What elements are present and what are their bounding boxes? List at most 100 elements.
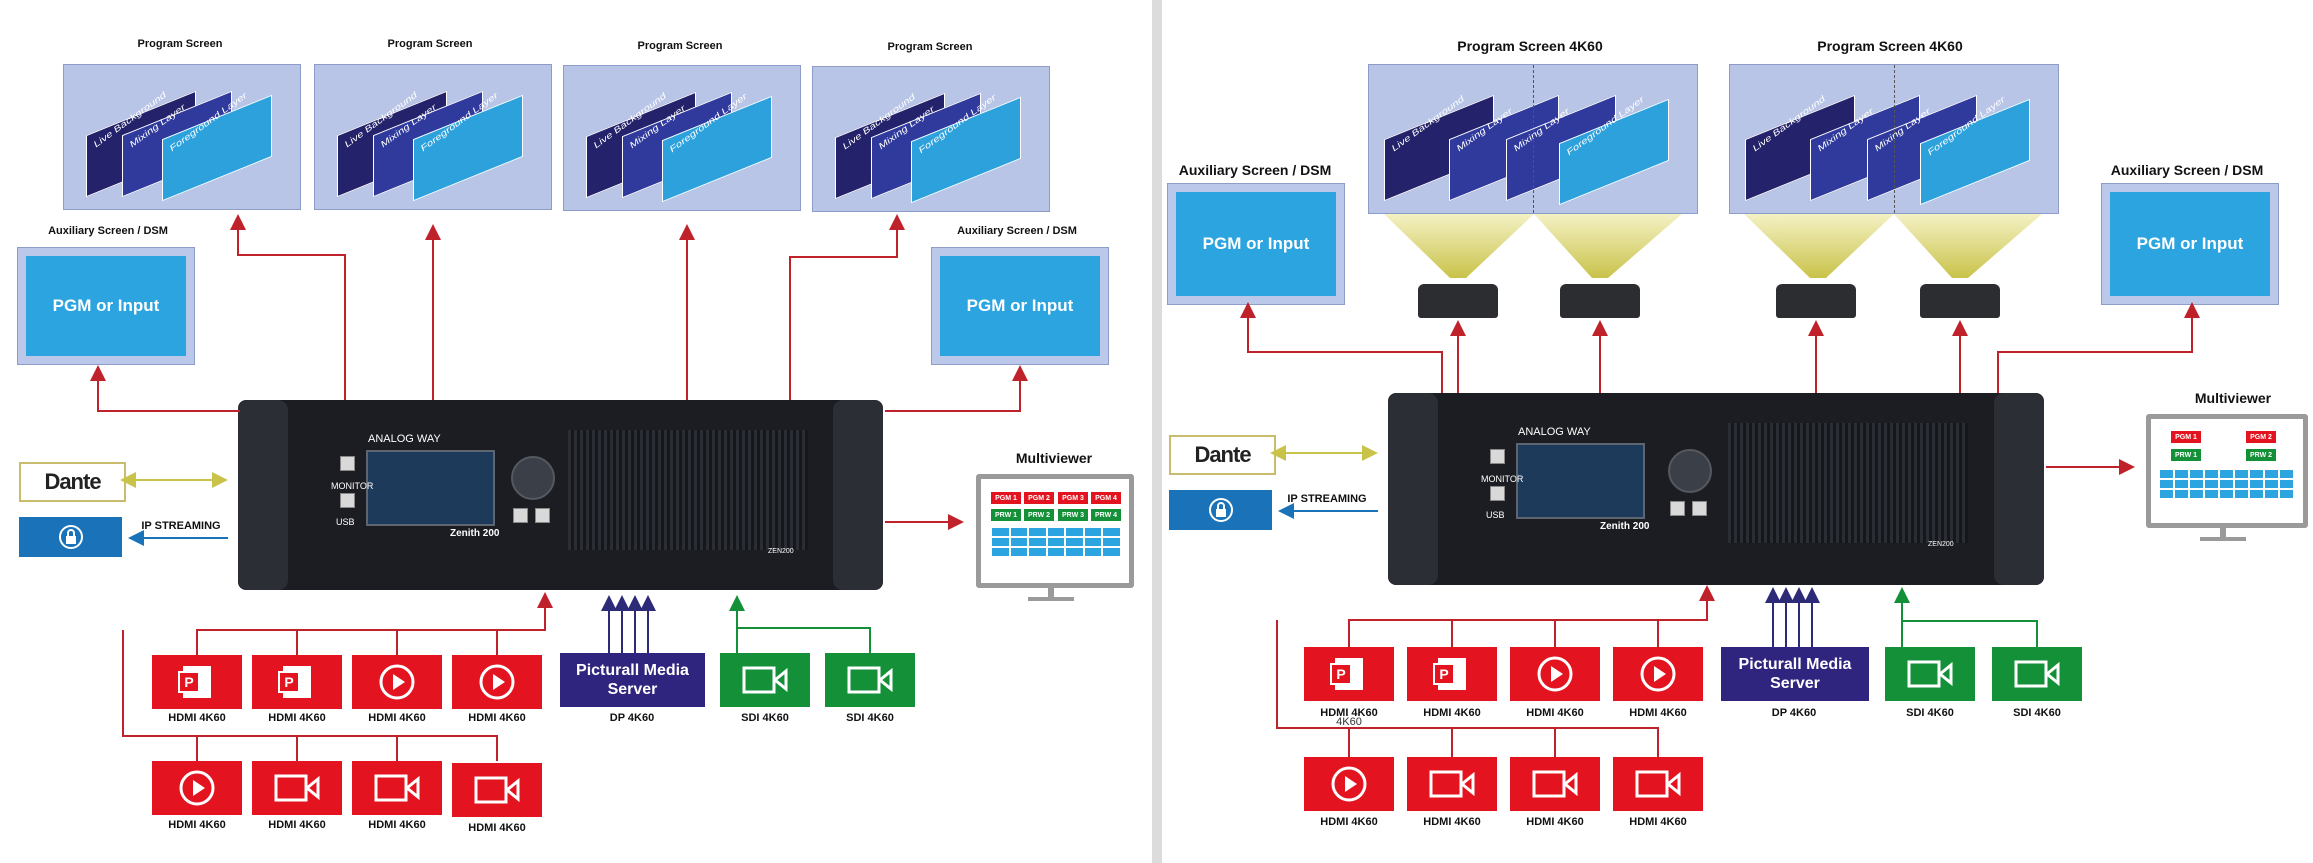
hdmi-input-camera-1 [1407, 757, 1497, 811]
program-screen-title-4: Program Screen [887, 41, 973, 53]
aux-screen-left: PGM or Input [17, 247, 195, 365]
device-knob[interactable] [511, 456, 555, 500]
program-screen-4k60-1: Live Background Mixing Layer Mixing Laye… [1368, 64, 1698, 214]
aux-screen-text: PGM or Input [2110, 192, 2270, 296]
mv-source-cell [2249, 469, 2264, 479]
camera-icon [474, 776, 520, 804]
projector-beam-4 [1894, 214, 2042, 278]
powerpoint-icon: P [278, 666, 311, 698]
network-lock-icon [58, 525, 83, 549]
projector-beam-3 [1744, 214, 1894, 278]
rack-ear-left [238, 400, 288, 590]
device-display [1516, 443, 1645, 519]
svg-text:P: P [284, 674, 293, 690]
hdmi-input-ppt-1: P [152, 655, 242, 709]
edge-blend-line [1894, 65, 1895, 213]
sdi-label: SDI 4K60 [1906, 707, 1954, 719]
input-label: HDMI 4K60 [368, 819, 426, 831]
hdmi-input-camera-1 [252, 761, 342, 815]
arrow-to-program-1 [230, 214, 346, 400]
input-label: HDMI 4K60 [468, 712, 526, 724]
multiviewer-monitor: PGM 1 PGM 2 PRW 1 PRW 2 [2146, 414, 2308, 528]
camera-icon [2014, 660, 2060, 688]
mv-source-cell [2159, 479, 2174, 489]
device-brand: ANALOG WAY [368, 433, 441, 445]
input-overlay-label: 4K60 [1336, 716, 1362, 728]
sdi-input-camera-2 [1992, 647, 2082, 701]
mv-source-cell [1083, 537, 1102, 547]
device-monitor-button[interactable] [1490, 486, 1505, 501]
mv-source-cell [2234, 479, 2249, 489]
sdi-label: SDI 4K60 [2013, 707, 2061, 719]
device-button-b[interactable] [535, 508, 550, 523]
camera-icon [742, 666, 788, 694]
camera-icon [847, 666, 893, 694]
input-label: HDMI 4K60 [468, 822, 526, 834]
mv-source-cell [991, 537, 1010, 547]
svg-text:P: P [184, 674, 193, 690]
hdmi-input-camera-2 [1510, 757, 1600, 811]
arrow-to-aux-right [1997, 302, 2200, 393]
multiviewer-monitor: PGM 1 PGM 2 PGM 3 PGM 4 PRW 1 PRW 2 PRW … [976, 474, 1134, 588]
sdi-input-camera-2 [825, 653, 915, 707]
input-label: HDMI 4K60 [268, 712, 326, 724]
program-screen-4k60-title-2: Program Screen 4K60 [1817, 38, 1963, 54]
input-label: HDMI 4K60 [268, 819, 326, 831]
hdmi-input-play-1 [1510, 647, 1600, 701]
device-grill [568, 430, 808, 550]
hdmi-input-play-1 [352, 655, 442, 709]
svg-text:P: P [1336, 666, 1345, 682]
zenith-200-device: ANALOG WAY MONITOR USB Zenith 200 ZEN200 [1388, 393, 2044, 585]
hdmi-input-play-3 [152, 761, 242, 815]
arrow-to-program-4 [789, 214, 905, 400]
mv-source-cell [1009, 547, 1028, 557]
mv-source-cell [2174, 469, 2189, 479]
device-model-small: ZEN200 [768, 548, 794, 555]
rack-ear-right [833, 400, 883, 590]
aux-screen-text: PGM or Input [940, 256, 1100, 356]
mv-source-cell [1065, 537, 1084, 547]
sdi-label: SDI 4K60 [846, 712, 894, 724]
mv-prw-2: PRW 2 [1024, 509, 1054, 521]
camera-icon [274, 774, 320, 802]
hdmi-input-camera-3 [452, 763, 542, 817]
device-button-a[interactable] [1670, 501, 1685, 516]
mv-source-cell [1102, 547, 1121, 557]
device-button[interactable] [340, 456, 355, 471]
rack-ear-left [1388, 393, 1438, 585]
device-monitor-label: MONITOR [331, 481, 374, 491]
aux-screen-left: PGM or Input [1167, 183, 1345, 305]
right-projector-beams [1384, 214, 2042, 278]
sdi-input-camera-1 [1885, 647, 1975, 701]
ip-streaming-badge [19, 517, 122, 557]
powerpoint-icon: P [178, 666, 211, 698]
input-label: HDMI 4K60 [368, 712, 426, 724]
program-screen-title-3: Program Screen [637, 40, 723, 52]
device-usb-label: USB [336, 517, 355, 527]
mv-pgm-2: PGM 2 [1024, 492, 1054, 504]
device-monitor-label: MONITOR [1481, 474, 1524, 484]
aux-screen-title-right: Auxiliary Screen / DSM [957, 225, 1077, 237]
mv-source-cell [1046, 537, 1065, 547]
arrow-to-aux-right [885, 365, 1028, 412]
device-monitor-button[interactable] [340, 493, 355, 508]
device-button[interactable] [1490, 449, 1505, 464]
mv-source-cell [2264, 489, 2279, 499]
powerpoint-icon: P [1433, 658, 1466, 690]
aux-screen-right: PGM or Input [931, 247, 1109, 365]
aux-screen-title-left: Auxiliary Screen / DSM [48, 225, 168, 237]
arrow-to-aux-left [1240, 302, 1443, 393]
mv-source-cell [2279, 469, 2294, 479]
mv-source-cell [2234, 489, 2249, 499]
projector-icon [1560, 284, 1640, 318]
mv-prw-4: PRW 4 [1091, 509, 1121, 521]
mv-source-cell [1028, 527, 1047, 537]
program-screen-title-2: Program Screen [387, 38, 473, 50]
device-knob[interactable] [1668, 449, 1712, 493]
input-label: HDMI 4K60 [1320, 816, 1378, 828]
device-button-a[interactable] [513, 508, 528, 523]
mv-source-cell [1028, 537, 1047, 547]
play-icon [1640, 656, 1676, 692]
aux-screen-text: PGM or Input [1176, 192, 1336, 296]
device-button-b[interactable] [1692, 501, 1707, 516]
